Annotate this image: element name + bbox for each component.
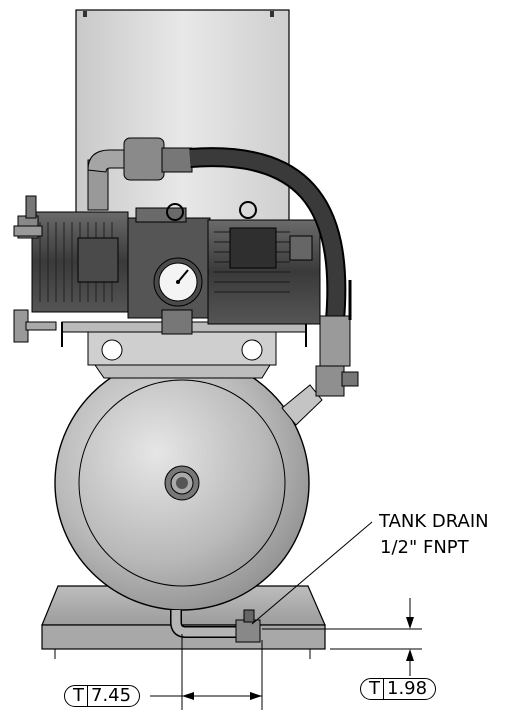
- vertical-dimension: [262, 598, 422, 676]
- right-valve: [315, 365, 359, 397]
- pressure-gauge: [153, 257, 203, 307]
- right-motor: [207, 201, 321, 325]
- dimension-value: 7.45: [91, 685, 132, 706]
- tank: [54, 355, 323, 611]
- horizontal-dimension: [150, 634, 263, 710]
- tolerance-symbol: T: [65, 686, 88, 706]
- tolerance-symbol: T: [361, 679, 384, 699]
- intake-piping: [87, 137, 193, 211]
- tank-drain-fitting: [170, 609, 261, 643]
- tank-drain-label-line2: 1/2" FNPT: [380, 537, 469, 558]
- tank-drain-label-line1: TANK DRAIN: [379, 511, 489, 532]
- dimension-value: 1.98: [387, 678, 428, 699]
- left-motor: [13, 195, 129, 313]
- callout-leader: [251, 521, 373, 625]
- dimension-tag-left: T 7.45: [64, 685, 141, 707]
- hose: [189, 147, 352, 367]
- left-fittings: [13, 309, 57, 343]
- dimension-tag-right: T 1.98: [360, 678, 437, 700]
